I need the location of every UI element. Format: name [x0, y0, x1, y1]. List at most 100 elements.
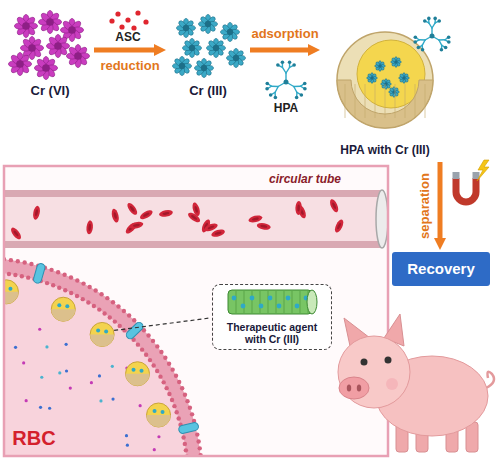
red-blood-cell: [65, 369, 68, 372]
hpa-dendrimer: [430, 34, 435, 39]
hpa-sphere: [415, 84, 416, 118]
hpa-sphere: [355, 84, 356, 118]
ion-cluster: [179, 63, 185, 69]
therapeutic-agent-picture: [276, 291, 277, 313]
red-blood-cell: [174, 410, 178, 414]
magnet-icon: [453, 160, 490, 202]
circular-tube: [4, 192, 384, 246]
blood-cell: [332, 202, 337, 209]
red-blood-cell: [125, 321, 145, 341]
red-blood-cell: [58, 371, 61, 374]
blood-cell: [333, 218, 345, 233]
agent-box: Therapeutic agent with Cr (III): [212, 284, 332, 350]
red-blood-cell: [170, 398, 174, 402]
ion-cluster: [213, 45, 219, 51]
red-blood-cell: [176, 416, 180, 420]
leader-line: [114, 318, 210, 330]
therapeutic-agent-picture: [241, 304, 246, 309]
ion-cluster: [233, 55, 239, 61]
red-blood-cell: [146, 333, 150, 337]
red-blood-cell: [174, 374, 178, 378]
red-blood-cell: [45, 281, 49, 285]
ion-cluster: [205, 21, 211, 27]
blood-cell: [256, 222, 271, 231]
blood-cell: [214, 231, 221, 235]
red-blood-cell: [86, 300, 90, 304]
vesicle: [161, 410, 165, 414]
node-text: Cr (III): [189, 83, 227, 99]
therapeutic-agent-picture: [277, 304, 282, 309]
hpa-dendrimer: [274, 96, 278, 100]
blood-cell: [248, 214, 263, 224]
ion-cluster: [199, 15, 218, 34]
ion-cluster: [375, 61, 381, 67]
red-blood-cell: [45, 345, 48, 348]
vesicle: [57, 303, 61, 307]
red-blood-cell: [4, 256, 204, 456]
ion-cluster: [16, 60, 24, 68]
hpa-sphere: [385, 84, 386, 118]
hpa-dendrimer: [419, 39, 425, 41]
hpa-dendrimer: [275, 87, 278, 93]
blood-cell: [126, 201, 139, 216]
hpa-dendrimer: [303, 82, 307, 86]
blood-cell: [139, 209, 154, 221]
blood-cell: [9, 226, 23, 241]
blood-cell: [9, 226, 23, 241]
magnet-icon: [453, 172, 460, 179]
edge-label: separation: [417, 173, 433, 239]
ascorbate-dots: [115, 11, 120, 16]
blood-cell: [297, 204, 300, 211]
red-blood-cell: [97, 307, 101, 311]
ion-cluster: [68, 26, 76, 34]
red-blood-cell: [4, 265, 195, 456]
red-blood-cell: [181, 435, 185, 439]
blood-cell: [295, 201, 302, 215]
blood-cell: [333, 218, 345, 233]
red-blood-cell: [178, 422, 199, 435]
ascorbate-dots: [125, 17, 130, 22]
vesicle: [153, 409, 157, 413]
red-blood-cell: [159, 350, 163, 354]
ion-cluster: [370, 76, 374, 80]
therapeutic-agent-picture: [228, 290, 312, 314]
vesicle: [147, 403, 171, 427]
blood-cell: [143, 212, 150, 218]
ion-cluster: [189, 45, 195, 51]
therapeutic-agent-picture: [292, 291, 293, 313]
red-blood-cell: [75, 294, 79, 298]
blood-cell: [13, 230, 19, 237]
red-blood-cell: [158, 374, 162, 378]
ion-cluster: [54, 42, 62, 50]
ion-cluster: [74, 52, 82, 60]
red-blood-cell: [164, 386, 168, 390]
vesicle: [132, 368, 136, 372]
red-blood-cell: [153, 448, 156, 451]
ion-cluster: [173, 57, 192, 76]
hpa-sphere: [337, 32, 433, 128]
blood-cell: [162, 211, 169, 215]
blood-cell: [35, 209, 39, 216]
hpa-dendrimer: [288, 60, 292, 64]
node-text: Cr (VI): [31, 83, 70, 99]
hpa-sphere: [425, 84, 426, 118]
ion-cluster: [22, 22, 30, 30]
ion-cluster: [367, 73, 373, 79]
red-blood-cell: [99, 292, 103, 296]
ion-cluster: [402, 76, 406, 80]
cr6-cluster: [8, 10, 89, 79]
red-blood-cell: [122, 309, 126, 313]
therapeutic-agent-picture: [307, 290, 317, 314]
blood-cell: [252, 217, 259, 221]
node-text: HPA with Cr (III): [340, 143, 429, 157]
circular-tube: [4, 241, 384, 248]
ion-cluster: [195, 59, 214, 78]
pig-figure: [338, 314, 494, 452]
red-blood-cell: [190, 412, 194, 416]
ion-cluster: [367, 73, 378, 84]
ion-cluster: [381, 79, 392, 90]
vesicle: [90, 322, 114, 346]
reagent-label: ASC: [115, 30, 140, 44]
ascorbate-dots: [109, 18, 114, 23]
